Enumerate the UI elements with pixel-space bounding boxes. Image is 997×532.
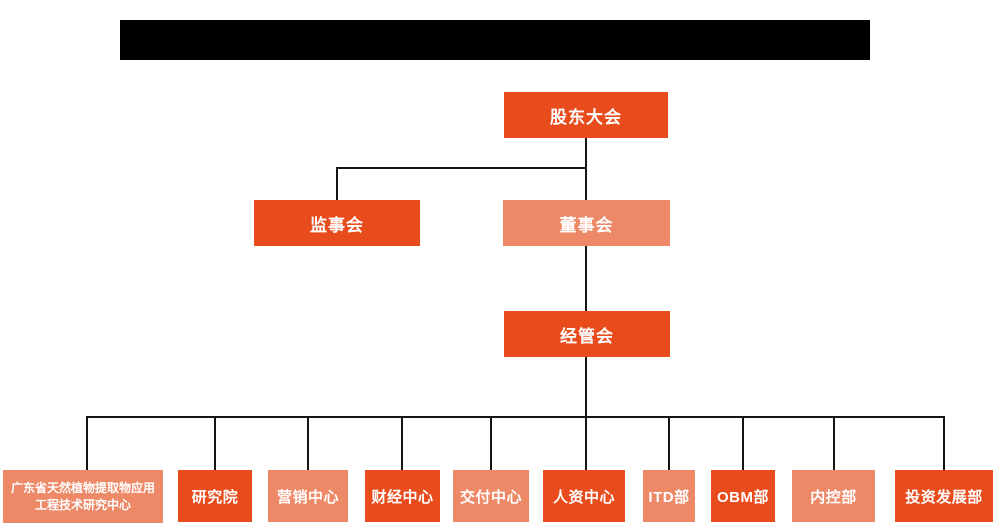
connector-drop-itd — [668, 416, 670, 470]
connector-board-to-management — [585, 246, 587, 311]
connector-branch-horizontal — [336, 167, 587, 169]
org-node-board-of-directors: 董事会 — [503, 200, 670, 246]
org-node-itd-dept: ITD部 — [643, 470, 695, 522]
org-node-marketing-center: 营销中心 — [268, 470, 348, 522]
connector-drop-hr — [585, 416, 587, 470]
org-node-internal-control-dept: 内控部 — [792, 470, 875, 522]
org-node-delivery-center: 交付中心 — [453, 470, 529, 522]
connector-drop-marketing — [307, 416, 309, 470]
connector-drop-delivery — [490, 416, 492, 470]
connector-supervisory-drop — [336, 167, 338, 200]
org-node-finance-center: 财经中心 — [365, 470, 440, 522]
org-node-shareholders: 股东大会 — [504, 92, 668, 138]
redacted-title-bar — [120, 20, 870, 60]
org-node-research-center: 广东省天然植物提取物应用工程技术研究中心 — [3, 470, 163, 523]
connector-drop-internal-control — [833, 416, 835, 470]
connector-drop-investment — [943, 416, 945, 470]
org-node-management-committee: 经管会 — [504, 311, 670, 357]
org-node-obm-dept: OBM部 — [711, 470, 775, 522]
connector-drop-research-institute — [214, 416, 216, 470]
org-node-research-institute: 研究院 — [178, 470, 252, 522]
org-node-investment-dev-dept: 投资发展部 — [895, 470, 993, 522]
org-node-supervisory-board: 监事会 — [254, 200, 420, 246]
connector-management-down — [585, 357, 587, 417]
connector-drop-finance — [401, 416, 403, 470]
connector-drop-obm — [742, 416, 744, 470]
connector-drop-research-center — [86, 416, 88, 470]
connector-spine-horizontal — [87, 416, 944, 418]
connector-shareholders-down — [585, 138, 587, 200]
org-node-hr-center: 人资中心 — [543, 470, 625, 522]
